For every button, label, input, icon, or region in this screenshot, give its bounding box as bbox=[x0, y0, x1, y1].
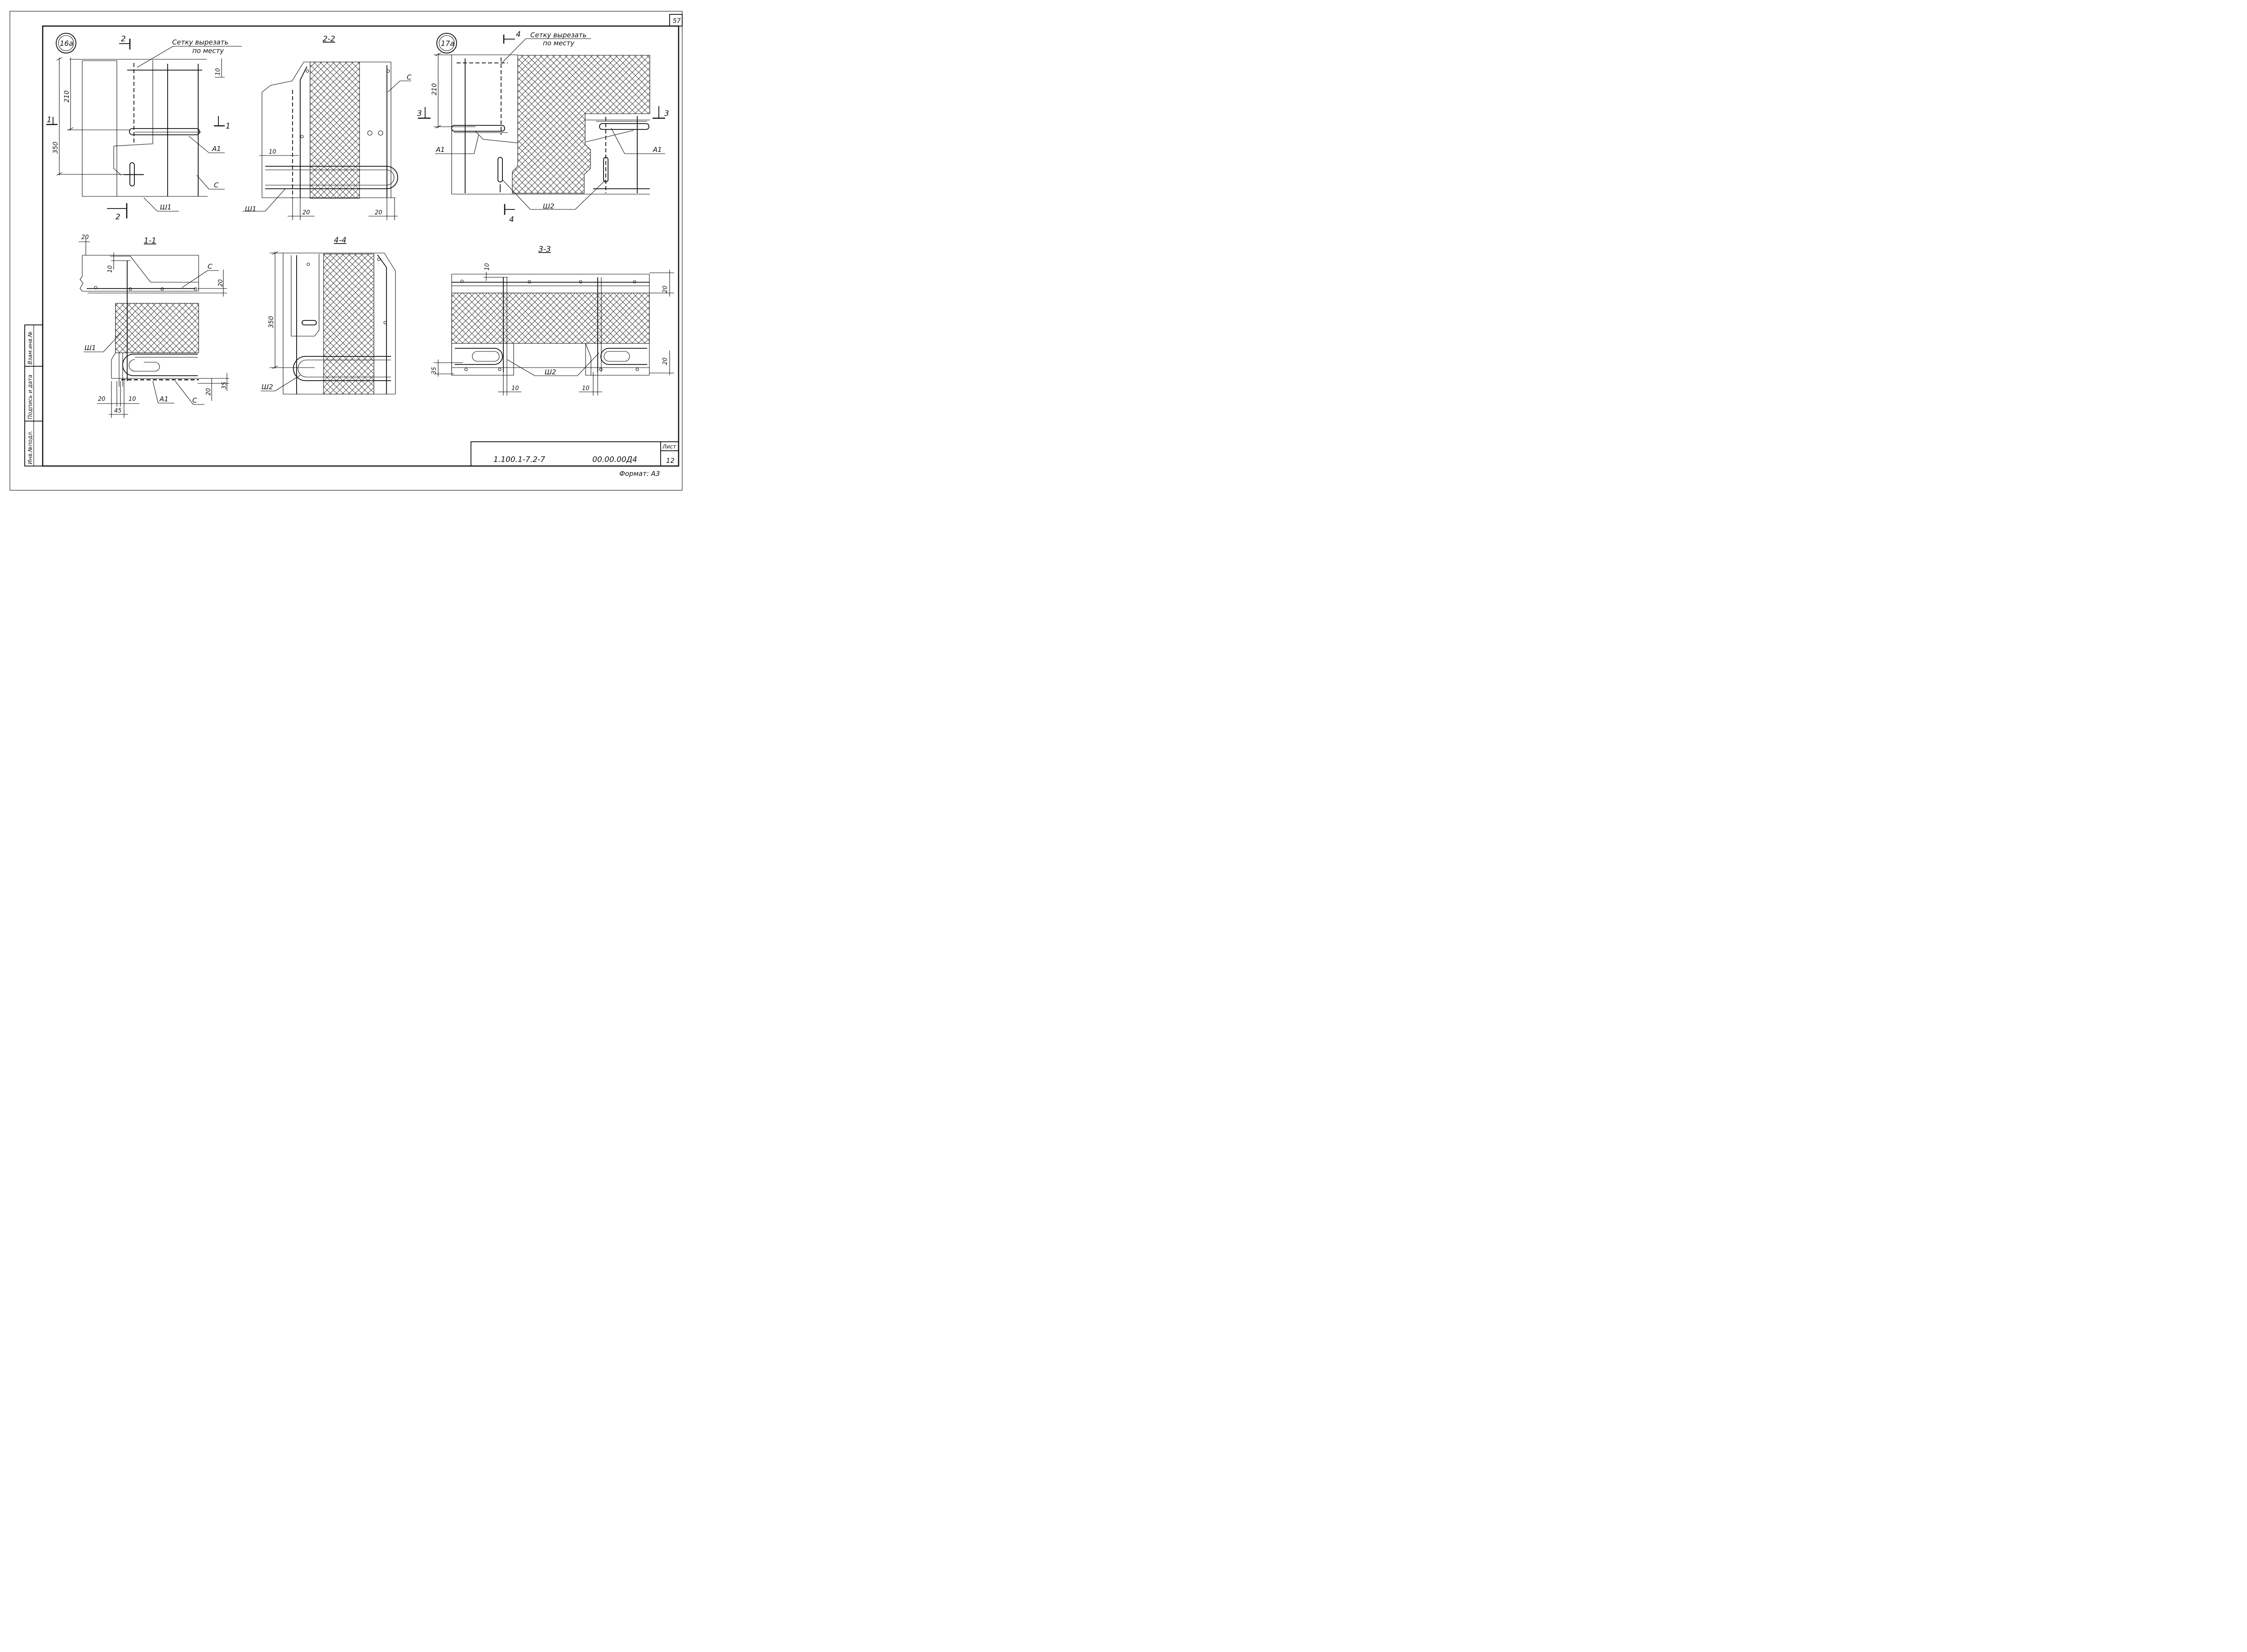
node-17a-section-top: 4 bbox=[516, 30, 521, 39]
format-label: Формат: А3 bbox=[619, 470, 660, 478]
node-16a-note-line2: по месту bbox=[192, 47, 224, 55]
node-16a-note-line1: Сетку вырезать bbox=[172, 38, 228, 46]
title-block bbox=[471, 441, 679, 466]
section-3-3-dim-35: 35 bbox=[431, 367, 438, 374]
section-3-3-label-sh2: Ш2 bbox=[545, 368, 556, 376]
section-4-4-title: 4-4 bbox=[334, 236, 346, 245]
node-16a-label-sh1: Ш1 bbox=[160, 203, 172, 211]
page-number: 57 bbox=[673, 18, 681, 25]
title-block-sheet-number: 12 bbox=[666, 457, 675, 465]
section-3-3-dim-20-bottom: 20 bbox=[662, 357, 669, 365]
section-3-3-dim-20-top: 20 bbox=[662, 285, 669, 293]
section-3-3-title: 3-3 bbox=[538, 245, 551, 254]
section-2-2-title: 2-2 bbox=[323, 35, 335, 44]
sheet-frame bbox=[9, 11, 683, 491]
node-17a-label-a1-left: А1 bbox=[435, 146, 445, 154]
node-16a-dim-210: 210 bbox=[63, 90, 71, 102]
section-1-1-label-a1: А1 bbox=[159, 395, 169, 403]
section-4-4-dim-350: 350 bbox=[268, 316, 275, 328]
section-1-1-dim-20-top: 20 bbox=[81, 234, 89, 241]
section-1-1-dim-45: 45 bbox=[114, 408, 122, 414]
section-4-4-drawing bbox=[261, 251, 396, 395]
section-1-1-dim-10-bl: 10 bbox=[129, 396, 136, 403]
drawing-sheet: 57 Инв.№подл. Подпись и дата Взам.инв.№ … bbox=[9, 11, 683, 491]
node-16a-badge: 16а bbox=[60, 39, 73, 48]
node-17a-dim-210: 210 bbox=[431, 83, 438, 95]
side-stamp bbox=[24, 324, 43, 466]
section-1-1-drawing bbox=[79, 238, 229, 418]
node-16a-section-side-right: 1 bbox=[226, 122, 231, 131]
section-3-3-dim-10-right: 10 bbox=[582, 385, 590, 392]
title-block-sheet-label: Лист bbox=[662, 444, 676, 450]
section-1-1-dim-20-low: 20 bbox=[205, 388, 212, 395]
section-2-2-dim-10: 10 bbox=[269, 149, 276, 155]
node-17a-badge: 17а bbox=[441, 39, 454, 48]
section-2-2-label-sh1: Ш1 bbox=[245, 205, 257, 213]
section-3-3-dim-10-top: 10 bbox=[484, 263, 491, 271]
node-16a-section-side: 1 bbox=[47, 115, 52, 124]
section-1-1-label-c-top: С bbox=[208, 262, 213, 271]
node-17a-drawing bbox=[418, 33, 665, 215]
node-16a-section-bottom: 2 bbox=[115, 213, 120, 222]
node-17a-note-line2: по месту bbox=[543, 39, 575, 47]
node-17a-section-left: 3 bbox=[417, 109, 422, 118]
stamp-cell-replace: Взам.инв.№ bbox=[27, 331, 33, 364]
node-17a-note-line1: Сетку вырезать bbox=[530, 31, 586, 39]
node-16a-dim-350: 350 bbox=[52, 142, 59, 154]
section-2-2-dim-20-right: 20 bbox=[375, 209, 382, 216]
section-1-1-dim-10-top: 10 bbox=[107, 265, 114, 273]
section-2-2-drawing bbox=[243, 62, 411, 220]
section-1-1-dim-35: 35 bbox=[221, 382, 228, 389]
section-1-1-label-sh1: Ш1 bbox=[84, 344, 96, 352]
section-3-3-dim-10-left: 10 bbox=[511, 385, 519, 392]
node-16a-drawing bbox=[46, 33, 242, 218]
node-17a-label-sh2: Ш2 bbox=[543, 202, 555, 210]
section-1-1-title: 1-1 bbox=[144, 236, 156, 245]
section-1-1-label-c-bottom: С bbox=[192, 396, 197, 404]
title-block-code: 1.100.1-7.2-7 bbox=[493, 455, 545, 464]
section-1-1-dim-20-bl: 20 bbox=[98, 396, 106, 403]
section-2-2-dim-20-left: 20 bbox=[302, 209, 310, 216]
stamp-cell-sign: Подпись и дата bbox=[27, 375, 33, 419]
node-16a-label-c: С bbox=[214, 181, 219, 189]
section-1-1-dim-20-right: 20 bbox=[218, 279, 224, 287]
section-2-2-label-c: С bbox=[407, 73, 412, 81]
stamp-cell-inv: Инв.№подл. bbox=[27, 431, 33, 464]
node-17a-label-a1-right: А1 bbox=[653, 146, 662, 154]
node-17a-section-bottom: 4 bbox=[509, 215, 514, 224]
title-block-doc-number: 00.00.00Д4 bbox=[592, 455, 637, 464]
node-17a-section-right: 3 bbox=[664, 109, 669, 118]
node-16a-label-a1: А1 bbox=[212, 145, 221, 153]
node-16a-section-top: 2 bbox=[121, 35, 126, 44]
section-3-3-drawing bbox=[434, 270, 674, 395]
node-16a-dim-10: 10 bbox=[215, 68, 222, 75]
section-4-4-label-sh2: Ш2 bbox=[262, 383, 273, 391]
